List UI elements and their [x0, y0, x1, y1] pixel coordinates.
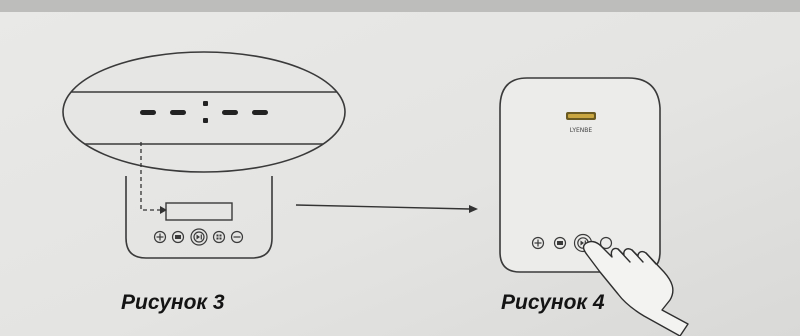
pressing-hand-icon: [582, 240, 689, 336]
dashed-leader-line: [140, 142, 160, 211]
minus-button-icon: [230, 230, 244, 244]
plus-button-icon: [153, 230, 167, 244]
mode-button-icon: [171, 230, 185, 244]
play-pause-button-icon: [190, 228, 208, 246]
paper-top-shadow: [0, 0, 800, 12]
plus-button-icon: [531, 236, 545, 250]
figure-4-caption: Рисунок 4: [501, 291, 605, 314]
zoom-oval: [62, 51, 346, 173]
figure-4: LYENBE: [499, 77, 689, 336]
brand-logo: LYENBE: [566, 112, 596, 134]
zoom-display-readout: [140, 101, 268, 123]
control-buttons-row: [153, 228, 244, 246]
device-body-outline: [125, 176, 273, 259]
device-lcd-screen: [165, 202, 233, 221]
figure-3-caption: Рисунок 3: [121, 291, 225, 314]
mode-button-icon: [553, 236, 567, 250]
dashed-leader-arrowhead: [160, 206, 167, 214]
device-front-outline: [499, 77, 661, 273]
figure-3: [62, 51, 346, 259]
paper-sheet: [0, 12, 800, 336]
grid-button-icon: [599, 236, 613, 250]
transition-arrow: [295, 204, 478, 213]
grid-button-icon: [212, 230, 226, 244]
brand-logo-text: LYENBE: [570, 127, 593, 134]
